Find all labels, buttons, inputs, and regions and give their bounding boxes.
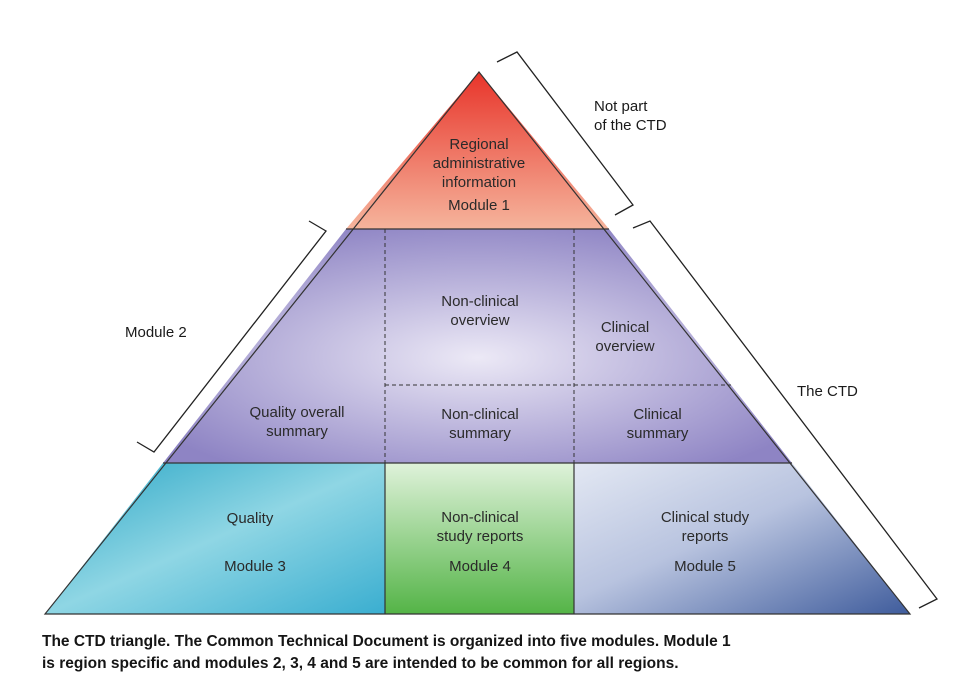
nonclinical-overview-line2: overview <box>450 312 510 329</box>
not-part-line1: Not part <box>594 98 648 115</box>
nonclinical-overview-line1: Non-clinical <box>441 293 519 310</box>
caption-line1: The CTD triangle. The Common Technical D… <box>42 633 731 650</box>
nonclinical-summary-label: Non-clinical summary <box>395 405 565 443</box>
nonclinical-summary-line2: summary <box>449 425 511 442</box>
module4-title-line1: Non-clinical <box>441 509 519 526</box>
module1-title-line3: information <box>441 174 517 191</box>
clinical-summary-line1: Clinical <box>633 406 682 423</box>
module4-label: Module 4 <box>449 558 511 575</box>
module1-title: Regional administrative information <box>399 135 559 192</box>
module5-title-line2: reports <box>681 528 729 545</box>
module3-label: Module 3 <box>224 558 286 575</box>
module2-bracket <box>136 220 327 453</box>
not-part-line2: of the CTD <box>594 117 667 134</box>
module1-label: Module 1 <box>448 197 510 214</box>
not-part-bracket <box>496 51 634 216</box>
quality-overall-summary-label: Quality overall summary <box>222 403 372 441</box>
the-ctd-label: The CTD <box>797 383 858 400</box>
module2-bracket-label: Module 2 <box>125 324 187 341</box>
nonclinical-overview-label: Non-clinical overview <box>395 292 565 330</box>
module4-title: Non-clinical study reports <box>395 508 565 546</box>
module3-title: Quality <box>226 510 274 527</box>
caption-line2: is region specific and modules 2, 3, 4 a… <box>42 655 679 672</box>
module1-region <box>346 72 609 229</box>
module5-label: Module 5 <box>674 558 736 575</box>
module5-title-line1: Clinical study <box>660 509 750 526</box>
clinical-overview-line2: overview <box>595 338 655 355</box>
module1-title-line2: administrative <box>432 155 526 172</box>
the-ctd-bracket <box>632 220 938 609</box>
not-part-label: Not part of the CTD <box>594 97 667 135</box>
clinical-summary-label: Clinical summary <box>580 405 735 443</box>
figure-caption: The CTD triangle. The Common Technical D… <box>42 631 942 675</box>
quality-summary-line1: Quality overall <box>249 404 345 421</box>
clinical-overview-label: Clinical overview <box>570 318 680 356</box>
quality-summary-line2: summary <box>266 423 328 440</box>
module2-region <box>163 229 792 463</box>
module4-region <box>385 463 574 614</box>
clinical-overview-line1: Clinical <box>600 319 650 336</box>
module5-title: Clinical study reports <box>620 508 790 546</box>
clinical-summary-line2: summary <box>626 425 689 442</box>
module3-region <box>45 463 385 614</box>
module4-title-line2: study reports <box>436 528 524 545</box>
module5-region <box>574 463 910 614</box>
module1-title-line1: Regional <box>449 136 509 153</box>
nonclinical-summary-line1: Non-clinical <box>441 406 519 423</box>
pyramid-outline <box>43 71 912 615</box>
